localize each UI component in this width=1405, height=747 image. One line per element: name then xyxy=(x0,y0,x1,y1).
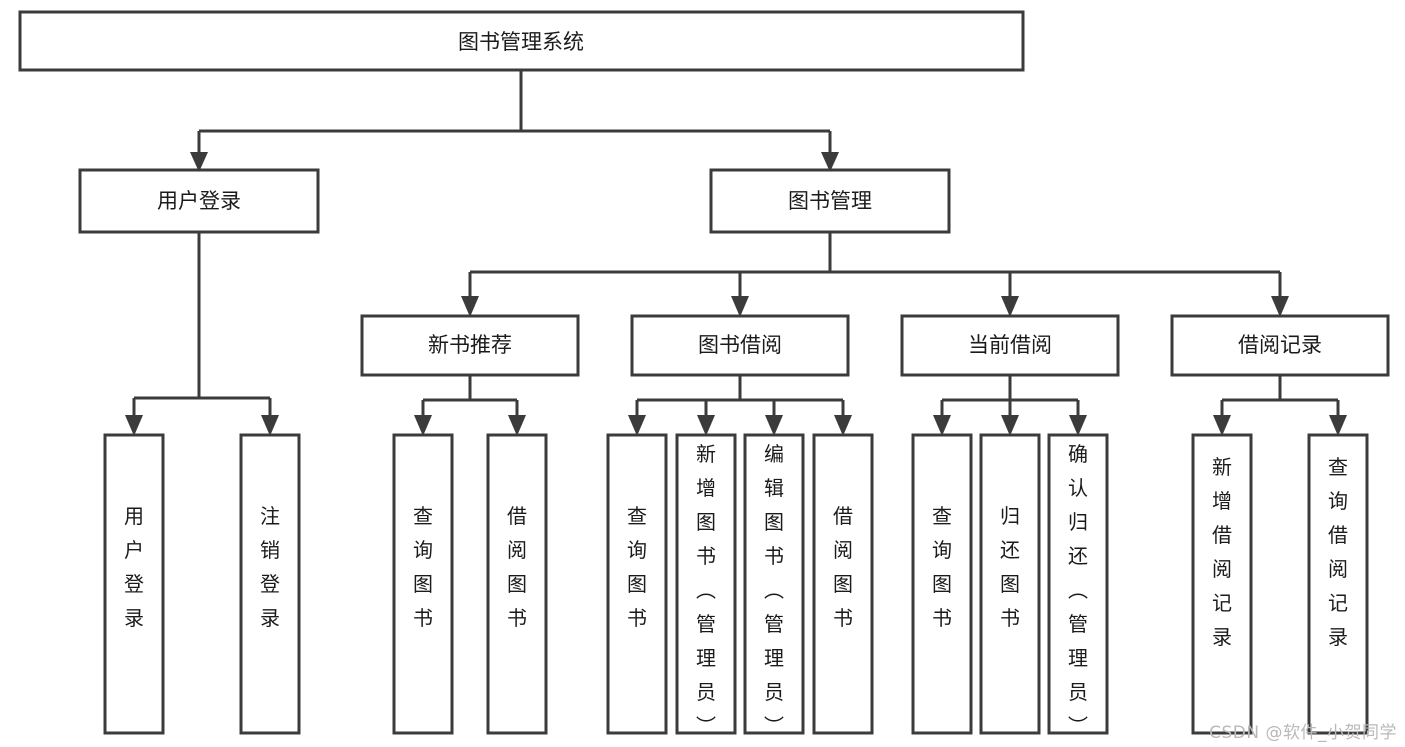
node-leaf-user-logout-box[interactable] xyxy=(239,433,301,735)
node-leaf-add-book-box[interactable] xyxy=(675,433,737,735)
node-book-borrow[interactable]: 图书借阅 xyxy=(630,314,850,377)
node-leaf-query-record[interactable]: 查询借阅记录 xyxy=(1307,433,1369,735)
arrow-head-leaf-borrow-book-2 xyxy=(834,415,852,436)
node-leaf-add-record-label: 新增借阅记录 xyxy=(1212,455,1232,649)
node-leaf-query-book-2-label: 查询图书 xyxy=(627,504,647,630)
node-leaf-query-book-3-box[interactable] xyxy=(911,433,973,735)
node-leaf-query-book-2[interactable]: 查询图书 xyxy=(606,433,668,735)
node-leaf-query-book-3[interactable]: 查询图书 xyxy=(911,433,973,735)
node-leaf-borrow-book-1-box[interactable] xyxy=(486,433,548,735)
node-leaf-add-book[interactable]: 新增图书︵管理员︶ xyxy=(675,433,737,738)
node-leaf-confirm-return[interactable]: 确认归还︵管理员︶ xyxy=(1047,433,1109,738)
node-leaf-borrow-book-2-box[interactable] xyxy=(812,433,874,735)
node-leaf-user-login-box[interactable] xyxy=(103,433,165,735)
node-leaf-add-book-label: 新增图书︵管理员︶ xyxy=(696,442,716,738)
arrow-head-leaf-query-book-3 xyxy=(933,415,951,436)
node-leaf-user-login-label: 用户登录 xyxy=(124,504,144,630)
arrow-head-leaf-add-record xyxy=(1213,415,1231,436)
connector-layer xyxy=(125,70,1347,436)
node-borrow-record-box[interactable] xyxy=(1170,314,1390,377)
node-leaf-query-book-1[interactable]: 查询图书 xyxy=(392,433,454,735)
node-leaf-query-record-label: 查询借阅记录 xyxy=(1328,455,1348,649)
node-current-borrow-box[interactable] xyxy=(900,314,1120,377)
node-user-login[interactable]: 用户登录 xyxy=(78,168,320,234)
node-book-manage-box[interactable] xyxy=(709,168,951,234)
node-user-login-box[interactable] xyxy=(78,168,320,234)
node-leaf-add-record[interactable]: 新增借阅记录 xyxy=(1191,433,1253,735)
node-leaf-borrow-book-1-label: 借阅图书 xyxy=(507,504,527,630)
arrow-head-book-borrow xyxy=(731,296,749,317)
node-current-borrow-label: 当前借阅 xyxy=(968,333,1052,357)
node-leaf-query-book-3-label: 查询图书 xyxy=(932,504,952,630)
arrow-head-new-book-rec xyxy=(461,296,479,317)
node-user-login-label: 用户登录 xyxy=(157,189,241,213)
node-new-book-rec-label: 新书推荐 xyxy=(428,333,512,357)
node-book-borrow-box[interactable] xyxy=(630,314,850,377)
csdn-watermark: CSDN @软件_小贺同学 xyxy=(1209,723,1397,743)
node-leaf-return-book-box[interactable] xyxy=(979,433,1041,735)
node-leaf-edit-book[interactable]: 编辑图书︵管理员︶ xyxy=(743,433,805,738)
node-leaf-edit-book-label: 编辑图书︵管理员︶ xyxy=(764,442,784,738)
node-root-label: 图书管理系统 xyxy=(458,30,584,54)
arrow-head-leaf-query-book-1 xyxy=(414,415,432,436)
node-leaf-borrow-book-2-label: 借阅图书 xyxy=(833,504,853,630)
node-leaf-return-book[interactable]: 归还图书 xyxy=(979,433,1041,735)
arrow-head-leaf-query-record xyxy=(1329,415,1347,436)
node-leaf-user-login[interactable]: 用户登录 xyxy=(103,433,165,735)
node-book-manage-label: 图书管理 xyxy=(788,189,872,213)
arrow-head-current-borrow xyxy=(1001,296,1019,317)
arrow-head-user-login xyxy=(190,152,208,172)
node-book-borrow-label: 图书借阅 xyxy=(698,333,782,357)
node-leaf-add-record-box[interactable] xyxy=(1191,433,1253,735)
arrow-head-leaf-edit-book xyxy=(765,415,783,436)
node-root[interactable]: 图书管理系统 xyxy=(18,10,1025,72)
node-leaf-confirm-return-box[interactable] xyxy=(1047,433,1109,735)
node-borrow-record-label: 借阅记录 xyxy=(1238,333,1322,357)
node-leaf-user-logout[interactable]: 注销登录 xyxy=(239,433,301,735)
node-current-borrow[interactable]: 当前借阅 xyxy=(900,314,1120,377)
node-root-box[interactable] xyxy=(18,10,1025,72)
node-leaf-confirm-return-label: 确认归还︵管理员︶ xyxy=(1068,442,1088,738)
arrow-head-leaf-user-logout xyxy=(261,415,279,436)
arrow-head-leaf-add-book xyxy=(697,415,715,436)
arrow-head-borrow-record xyxy=(1271,296,1289,317)
arrow-head-leaf-borrow-book-1 xyxy=(508,415,526,436)
node-borrow-record[interactable]: 借阅记录 xyxy=(1170,314,1390,377)
node-leaf-query-book-1-box[interactable] xyxy=(392,433,454,735)
arrow-head-leaf-query-book-2 xyxy=(628,415,646,436)
node-leaf-query-record-box[interactable] xyxy=(1307,433,1369,735)
arrow-head-leaf-return-book xyxy=(1001,415,1019,436)
node-new-book-rec[interactable]: 新书推荐 xyxy=(360,314,580,377)
node-book-manage[interactable]: 图书管理 xyxy=(709,168,951,234)
arrow-head-book-manage xyxy=(821,152,839,172)
arrow-head-leaf-confirm-return xyxy=(1069,415,1087,436)
node-leaf-edit-book-box[interactable] xyxy=(743,433,805,735)
node-new-book-rec-box[interactable] xyxy=(360,314,580,377)
node-leaf-query-book-1-label: 查询图书 xyxy=(413,504,433,630)
node-leaf-user-logout-label: 注销登录 xyxy=(260,504,280,630)
node-leaf-borrow-book-2[interactable]: 借阅图书 xyxy=(812,433,874,735)
node-leaf-return-book-label: 归还图书 xyxy=(1000,504,1020,630)
node-leaf-borrow-book-1[interactable]: 借阅图书 xyxy=(486,433,548,735)
arrow-head-leaf-user-login xyxy=(125,415,143,436)
node-leaf-query-book-2-box[interactable] xyxy=(606,433,668,735)
